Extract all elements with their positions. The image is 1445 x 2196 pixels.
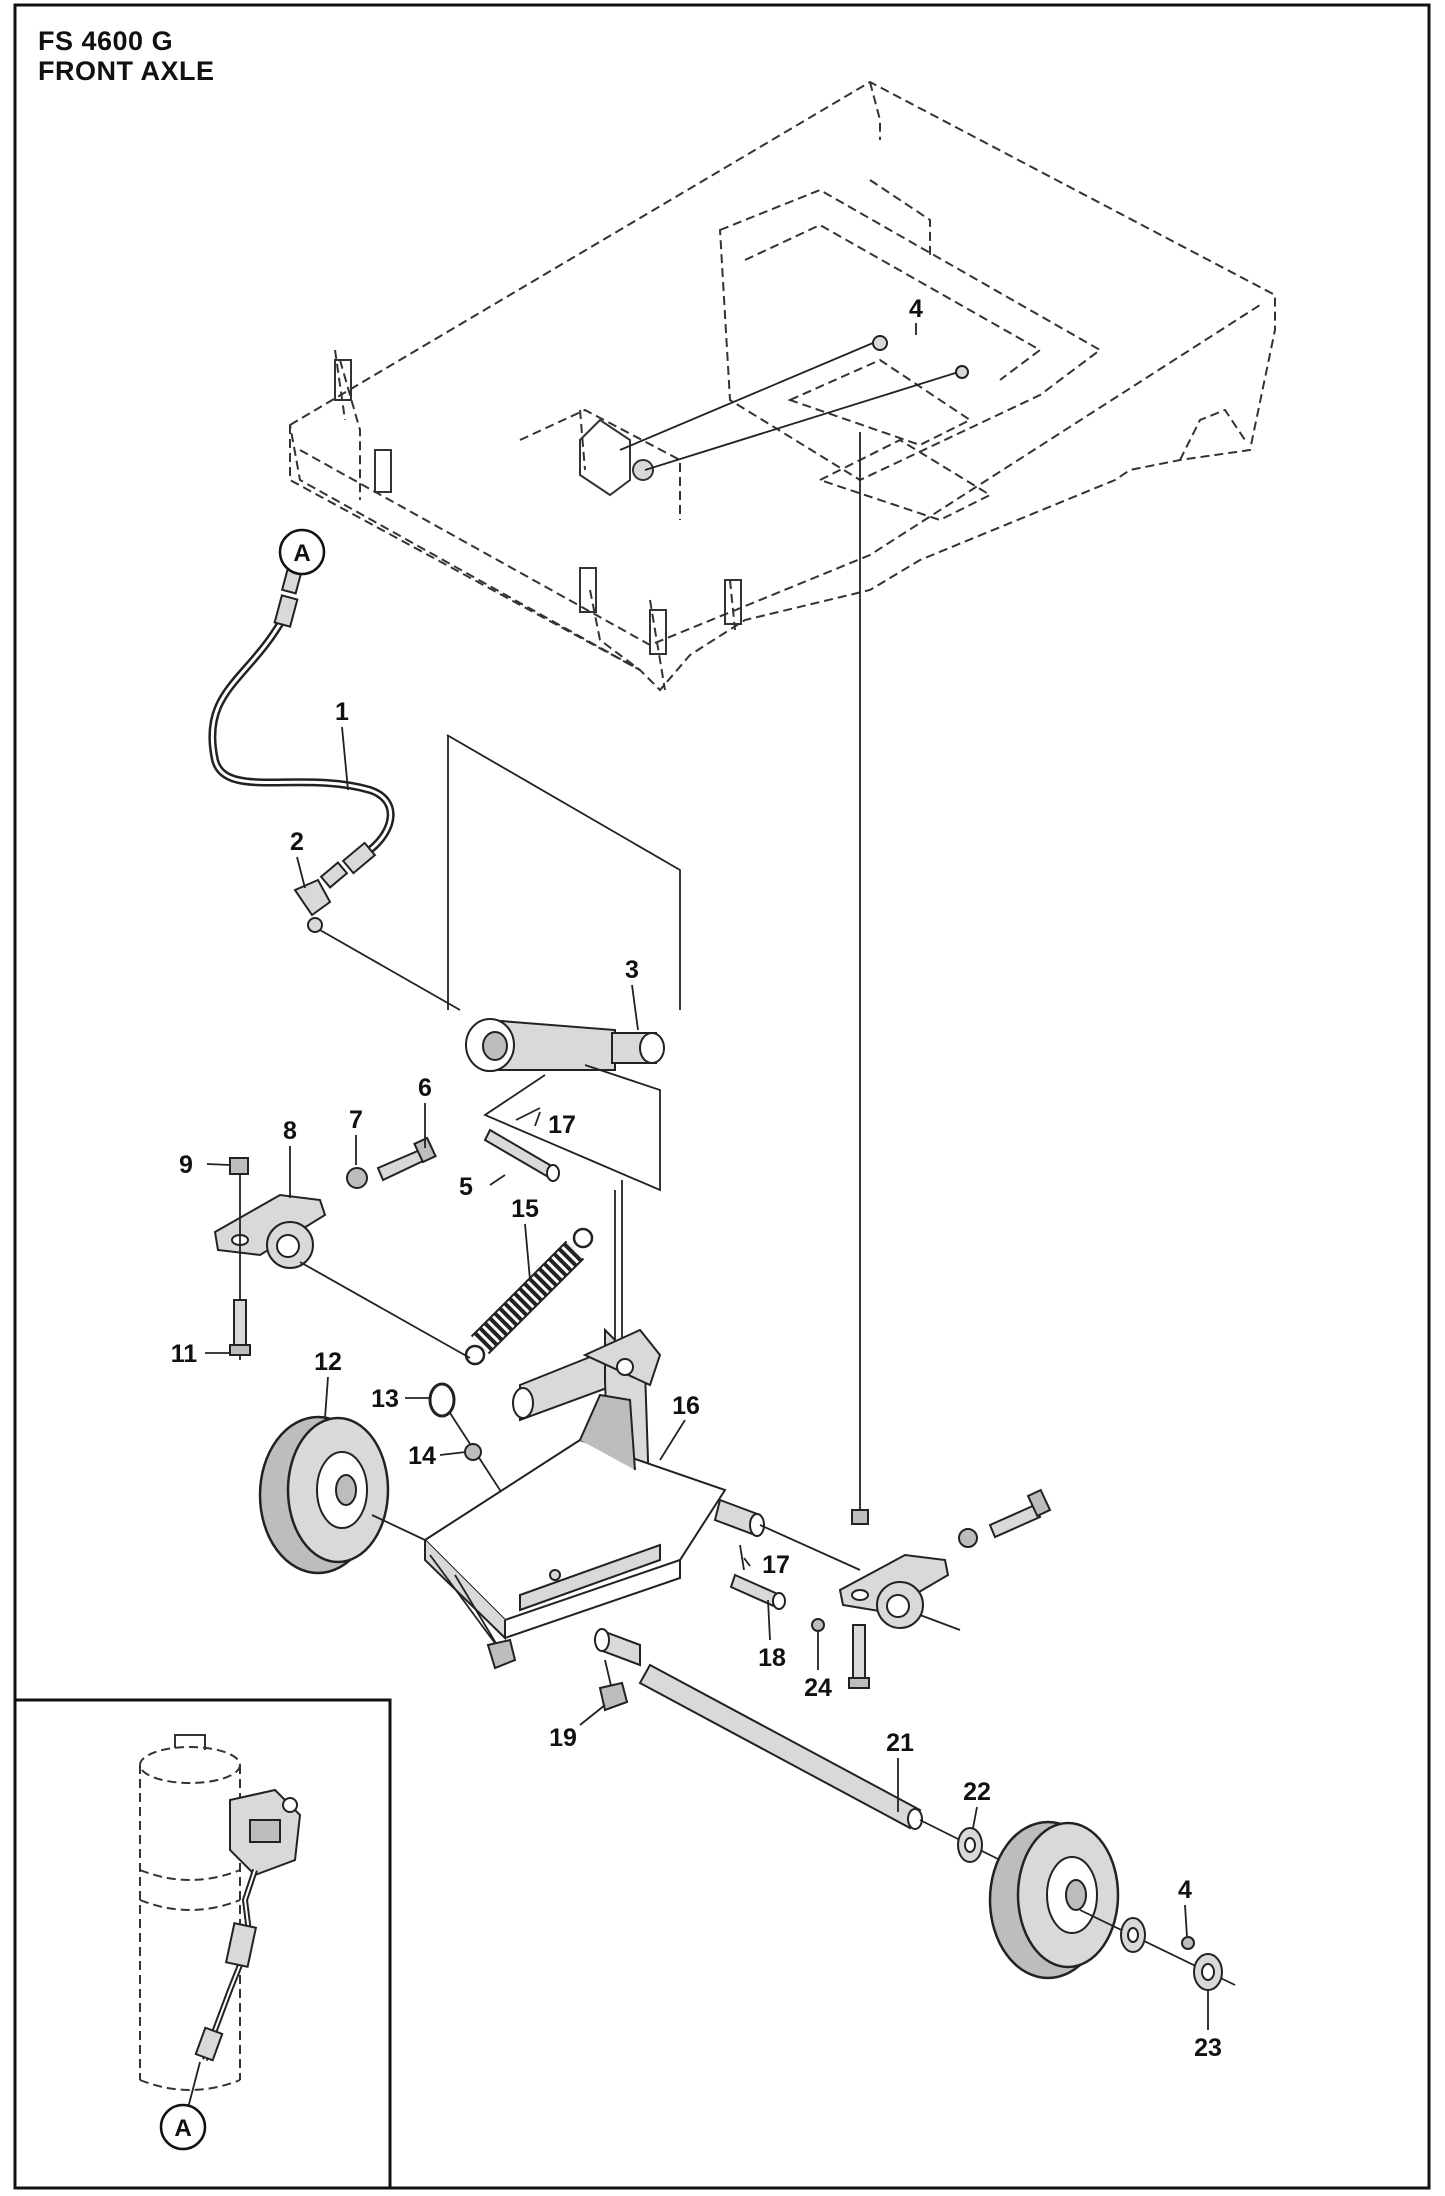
bracket-hardware-left xyxy=(229,1136,437,1360)
inset-hydraulic-pump xyxy=(139,1734,302,2109)
leader-bracket-to-spring xyxy=(299,1261,471,1359)
reference-marker-a-inset: A xyxy=(159,2103,207,2151)
callout-21: 21 xyxy=(886,1729,914,1757)
callout-4-upper: 4 xyxy=(909,295,923,323)
chassis-frame-outline xyxy=(288,80,1276,692)
callout-22: 22 xyxy=(963,1778,991,1806)
left-bearing-bracket xyxy=(213,1193,327,1269)
axle-frame xyxy=(423,1327,727,1641)
callout-16: 16 xyxy=(672,1392,700,1420)
callout-1: 1 xyxy=(335,698,349,726)
diagram-model-title: FS 4600 G xyxy=(38,26,174,56)
frame-mount-bolt-a xyxy=(486,1638,517,1670)
callout-3: 3 xyxy=(625,956,639,984)
callout-leaders xyxy=(205,323,1209,2030)
bracket-hardware-right xyxy=(848,1488,1052,1689)
callout-17-upper: 17 xyxy=(548,1111,576,1139)
callout-5: 5 xyxy=(459,1173,473,1201)
callout-8: 8 xyxy=(283,1117,297,1145)
elbow-fitting-port-icon xyxy=(307,917,323,933)
reference-marker-a-upper: A xyxy=(278,528,326,576)
leader-wheel-to-axle xyxy=(371,1514,426,1541)
elbow-fitting xyxy=(293,878,332,917)
callout-18: 18 xyxy=(758,1644,786,1672)
grease-nipple xyxy=(811,1618,825,1632)
eye-bolt xyxy=(428,1382,456,1418)
callout-7: 7 xyxy=(349,1106,363,1134)
callout-17-lower: 17 xyxy=(762,1551,790,1579)
leader-hose-to-cylinder xyxy=(319,929,461,1011)
tie-rod-upper xyxy=(619,339,881,451)
sheet-border xyxy=(13,3,1431,2190)
rod-end-icon xyxy=(955,365,969,379)
callout-11: 11 xyxy=(171,1340,198,1368)
callout-23: 23 xyxy=(1194,2034,1222,2062)
callout-labels: 1 2 3 4 4 5 6 7 8 9 11 12 13 14 15 16 17… xyxy=(171,295,1222,2062)
frame-mount-bolt-b xyxy=(598,1681,629,1712)
cotter-pin-upper xyxy=(515,1107,541,1121)
set-screw xyxy=(1181,1936,1195,1950)
assembly-line-cylinder-mount xyxy=(483,1064,661,1192)
svg-text:A: A xyxy=(174,2115,191,2142)
tension-spring xyxy=(464,1227,594,1366)
hydraulic-cylinder xyxy=(465,1018,665,1072)
assembly-line-bracket xyxy=(446,734,681,1010)
left-wheel xyxy=(258,1415,390,1575)
callout-9: 9 xyxy=(179,1151,193,1179)
callout-4-lower: 4 xyxy=(1178,1876,1192,1904)
grease-nipple-icon xyxy=(872,335,888,351)
callout-6: 6 xyxy=(418,1074,432,1102)
callout-13: 13 xyxy=(371,1385,399,1413)
right-bearing-bracket xyxy=(838,1553,950,1629)
callout-14: 14 xyxy=(408,1442,436,1470)
cotter-pin-lower xyxy=(739,1544,745,1571)
callout-12: 12 xyxy=(314,1348,342,1376)
inset-frame xyxy=(13,1698,392,2190)
callout-2: 2 xyxy=(290,828,304,856)
callout-15: 15 xyxy=(511,1195,539,1223)
axle-shaft xyxy=(638,1663,922,1830)
diagram-section-title: FRONT AXLE xyxy=(38,56,215,86)
right-wheel xyxy=(988,1820,1120,1980)
chassis-brackets xyxy=(334,359,742,655)
callout-24: 24 xyxy=(804,1674,832,1702)
lock-nut xyxy=(464,1443,482,1461)
tie-rod-lower xyxy=(644,369,966,471)
pivot-pin xyxy=(483,1128,557,1180)
callout-19: 19 xyxy=(549,1724,577,1752)
svg-text:A: A xyxy=(293,540,310,567)
